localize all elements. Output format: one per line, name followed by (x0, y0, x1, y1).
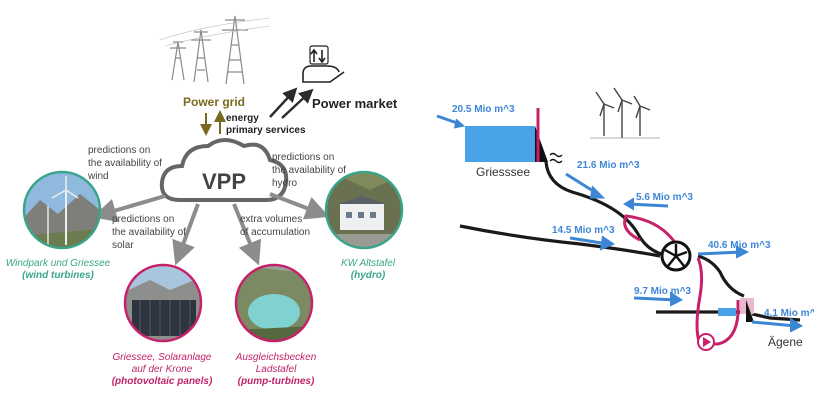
power-market-hand-icon (302, 45, 345, 83)
hydro-caption-type: (hydro) (351, 270, 386, 281)
primary-services-label: primary services (226, 125, 306, 136)
agene-dam (746, 300, 754, 322)
pv-panels-photo (123, 263, 203, 343)
pump-caption-name1: Ausgleichsbecken (235, 352, 317, 363)
energy-label: energy (226, 113, 259, 124)
power-market-label: Power market (312, 96, 398, 111)
svg-text:wind: wind (87, 171, 109, 182)
wind-caption-name: Windpark und Griessee (6, 258, 111, 269)
pump-icon (697, 333, 715, 351)
pv-caption-name2: auf der Krone (132, 364, 193, 375)
ladstafel-basin (718, 308, 736, 316)
hydro-plant-photo (324, 170, 404, 250)
svg-text:the availability of: the availability of (88, 158, 162, 169)
flow-label-griessee-in: 20.5 Mio m^3 (452, 104, 515, 115)
svg-text:the availability of: the availability of (112, 227, 186, 238)
pred-hydro-text: predictions on the availability of hydro (272, 152, 346, 189)
flow-label-14-5: 14.5 Mio m^3 (552, 225, 615, 236)
griessee-reservoir (465, 126, 535, 162)
wind-park-photo (22, 170, 102, 250)
svg-text:predictions on: predictions on (272, 152, 334, 163)
outflow-pipe (697, 254, 745, 298)
penstock-pipe (544, 161, 677, 258)
pv-caption-type: (photovoltaic panels) (112, 376, 213, 387)
arrow-to-pump (232, 203, 262, 266)
pump-caption-type: (pump-turbines) (238, 376, 315, 387)
arrow-to-hydro (269, 192, 330, 220)
pred-solar-text: predictions on the availability of solar (112, 214, 186, 251)
cloud-icon (159, 138, 289, 202)
power-pylon-icon (159, 15, 271, 85)
arrow-to-market (281, 88, 314, 119)
griessee-label: Griesssee (476, 165, 530, 179)
agene-label: Ägene (768, 335, 803, 349)
arrow-to-market (269, 87, 298, 118)
svg-text:predictions on: predictions on (112, 214, 174, 225)
flow-label-griessee-out: 21.6 Mio m^3 (577, 160, 640, 171)
turbine-icon (660, 240, 692, 272)
svg-text:the availability of: the availability of (272, 165, 346, 176)
flow-label-5-6: 5.6 Mio m^3 (636, 192, 693, 203)
inflow-pipe (459, 224, 661, 258)
hydro-caption-name: KW Altstafel (341, 258, 396, 269)
waves-icon (549, 152, 563, 164)
power-grid-label: Power grid (183, 95, 245, 109)
svg-text:hydro: hydro (272, 178, 297, 189)
flow-arrows (436, 114, 803, 333)
extra-volumes-text: extra volumes of accumulation (240, 214, 310, 238)
svg-text:predictions on: predictions on (88, 145, 150, 156)
vpp-label: VPP (202, 169, 246, 194)
pump-caption-name2: Ladstafel (256, 364, 297, 375)
arrow-to-pv (172, 203, 200, 266)
svg-text:extra volumes: extra volumes (240, 214, 302, 225)
arrow-to-wind (92, 194, 166, 223)
pred-wind-text: predictions on the availability of wind (87, 145, 162, 182)
flow-label-4-1: 4.1 Mio m^3 (764, 308, 814, 319)
flow-label-40-6: 40.6 Mio m^3 (708, 240, 771, 251)
svg-text:solar: solar (112, 240, 134, 251)
wind-turbine-icon (590, 87, 660, 139)
pump-basin-photo (234, 263, 314, 343)
svg-text:of accumulation: of accumulation (240, 227, 310, 238)
flow-label-9-7: 9.7 Mio m^3 (634, 286, 691, 297)
pumped-pipe (623, 214, 740, 346)
wind-caption-type: (wind turbines) (22, 270, 94, 281)
pv-caption-name1: Griessee, Solaranlage (113, 352, 212, 363)
